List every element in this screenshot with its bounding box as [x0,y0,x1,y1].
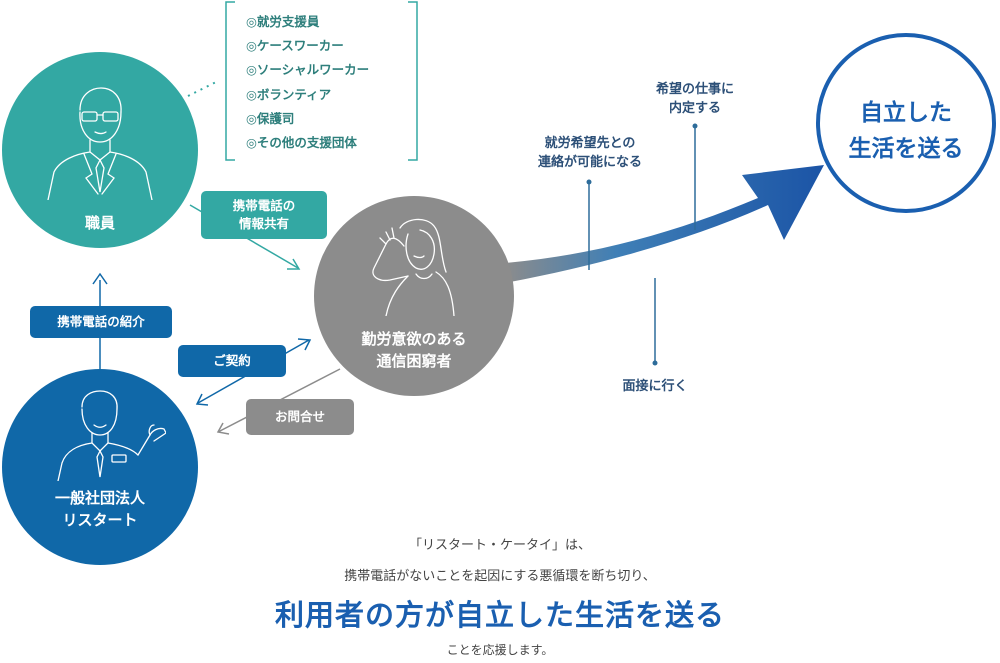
contract-pill: ご契約 [178,345,286,377]
phone-intro-label: 携帯電話の紹介 [57,314,145,329]
orgs-bracket-left [225,1,235,161]
org-item: ◎ケースワーカー [246,38,344,54]
org-item: ◎就労支援員 [246,14,320,29]
phone-intro-pill: 携帯電話の紹介 [30,306,172,338]
staff-figure-icon [47,87,153,200]
growth-arrow [505,165,824,283]
footer-headline: 利用者の方が自立した生活を送る [274,598,725,632]
company-label-line2: リスタート [62,511,138,529]
orgs-leader [187,81,217,97]
person-label-line2: 通信困窮者 [376,352,452,370]
info-share-pill: 携帯電話の 情報共有 [201,191,327,239]
company-circle: 一般社団法人 リスタート [2,369,198,565]
goal-label: 自立した 生活を送る [820,95,992,167]
goal-circle: 自立した 生活を送る [816,33,996,213]
inquiry-label: お問合せ [274,409,325,424]
goal-label-line2: 生活を送る [848,136,964,162]
org-item: ◎保護司 [246,110,295,126]
milestone-contact-line2: 連絡が可能になる [537,155,642,170]
company-figure-icon [57,390,166,481]
milestone-contact: 就労希望先との 連絡が可能になる [510,134,670,172]
staff-circle: 職員 [2,52,198,248]
org-item: ◎ボランティア [246,86,332,102]
person-label: 勤労意欲のある 通信困窮者 [314,328,514,372]
person-label-line1: 勤労意欲のある [361,330,467,348]
milestone-interview-label: 面接に行く [622,379,688,394]
staff-label: 職員 [84,214,115,232]
company-label: 一般社団法人 リスタート [2,487,198,531]
info-share-line1: 携帯電話の [232,198,296,213]
footer-line3: ことを応援します。 [446,643,554,657]
goal-label-line1: 自立した [860,100,952,126]
support-org-list: ◎就労支援員 ◎ケースワーカー ◎ソーシャルワーカー ◎ボランティア ◎保護司 … [222,0,420,164]
orgs-bracket-right [408,1,418,161]
milestone-interview: 面接に行く [600,377,710,396]
milestone-contact-line1: 就労希望先との [544,136,636,151]
info-share-line2: 情報共有 [238,216,289,231]
contract-label: ご契約 [213,353,251,368]
milestone-hired-line2: 内定する [668,101,721,116]
milestone-hired-line1: 希望の仕事に [655,82,734,97]
inquiry-pill: お問合せ [246,399,354,435]
company-label-line1: 一般社団法人 [54,489,145,507]
worried-person-icon [372,218,455,316]
person-circle: 勤労意欲のある 通信困窮者 [314,196,514,396]
org-item: ◎ソーシャルワーカー [246,62,370,78]
footer-line2: 携帯電話がないことを起因にする悪循環を断ち切り、 [344,569,656,584]
org-item: ◎その他の支援団体 [246,135,357,151]
footer-line1: 「リスタート・ケータイ」は、 [408,538,591,553]
milestone-hired: 希望の仕事に 内定する [630,80,760,118]
